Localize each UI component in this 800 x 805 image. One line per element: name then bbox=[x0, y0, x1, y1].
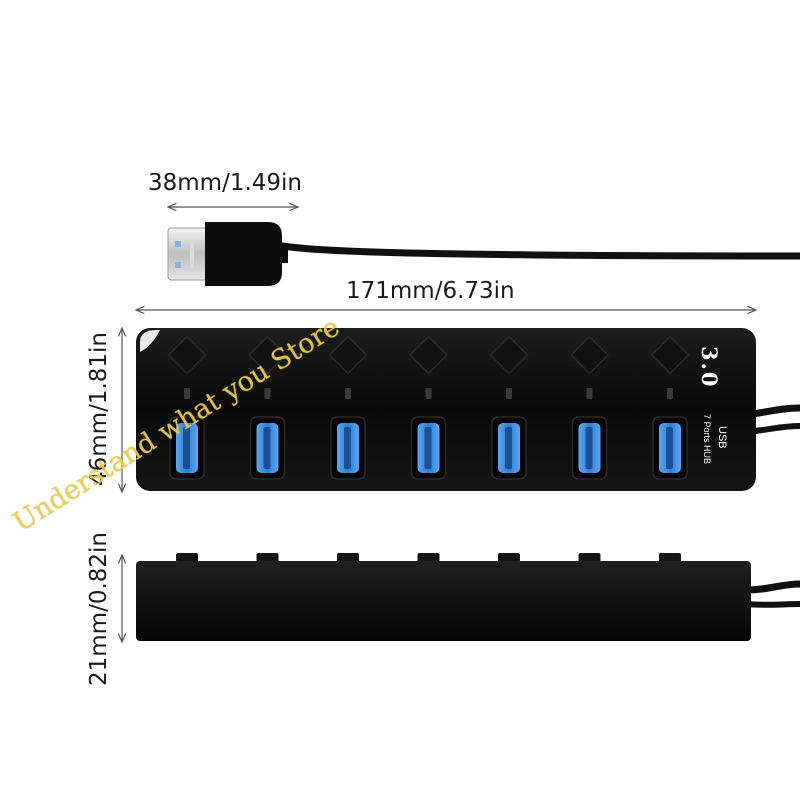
side-switch bbox=[659, 553, 681, 562]
usb-plug bbox=[167, 222, 800, 286]
power-switch bbox=[328, 335, 368, 375]
hub-top-view bbox=[136, 328, 800, 491]
power-switch bbox=[650, 335, 690, 375]
led-indicator bbox=[586, 388, 593, 399]
usb-port bbox=[410, 416, 447, 480]
hub-height-label: 21mm/0.82in bbox=[86, 531, 112, 686]
usb-port-row bbox=[169, 416, 688, 480]
led-indicator bbox=[667, 388, 673, 399]
usb-port bbox=[330, 416, 366, 480]
hub-side-view bbox=[136, 553, 800, 641]
led-indicator bbox=[506, 388, 512, 399]
power-switch bbox=[167, 335, 207, 375]
led-indicator bbox=[425, 388, 432, 399]
side-switch-row bbox=[176, 553, 681, 562]
usb-port bbox=[249, 416, 286, 480]
power-switch bbox=[248, 335, 287, 375]
usb-port bbox=[571, 416, 608, 480]
usb-version-text: 3.0 bbox=[697, 346, 722, 389]
side-switch bbox=[417, 553, 440, 562]
power-switch bbox=[570, 335, 609, 375]
plug-length-label: 38mm/1.49in bbox=[148, 170, 303, 196]
led-indicator bbox=[264, 388, 271, 399]
hub-length-label: 171mm/6.73in bbox=[346, 278, 515, 304]
led-indicator bbox=[184, 388, 190, 399]
usb-port bbox=[652, 416, 688, 480]
power-switch-row bbox=[167, 335, 690, 375]
side-switch bbox=[578, 553, 601, 562]
usb-port bbox=[169, 416, 205, 480]
ports-hub-text: 7 Ports HUB bbox=[702, 414, 712, 465]
side-switch bbox=[337, 553, 359, 562]
power-switch bbox=[489, 335, 529, 375]
side-switch bbox=[256, 553, 279, 562]
side-switch bbox=[176, 553, 198, 562]
led-indicator-row bbox=[184, 388, 673, 399]
usb-port bbox=[491, 416, 527, 480]
led-indicator bbox=[345, 388, 351, 399]
power-switch bbox=[409, 335, 448, 375]
usb-brand-text: USB bbox=[716, 426, 728, 449]
side-switch bbox=[498, 553, 520, 562]
